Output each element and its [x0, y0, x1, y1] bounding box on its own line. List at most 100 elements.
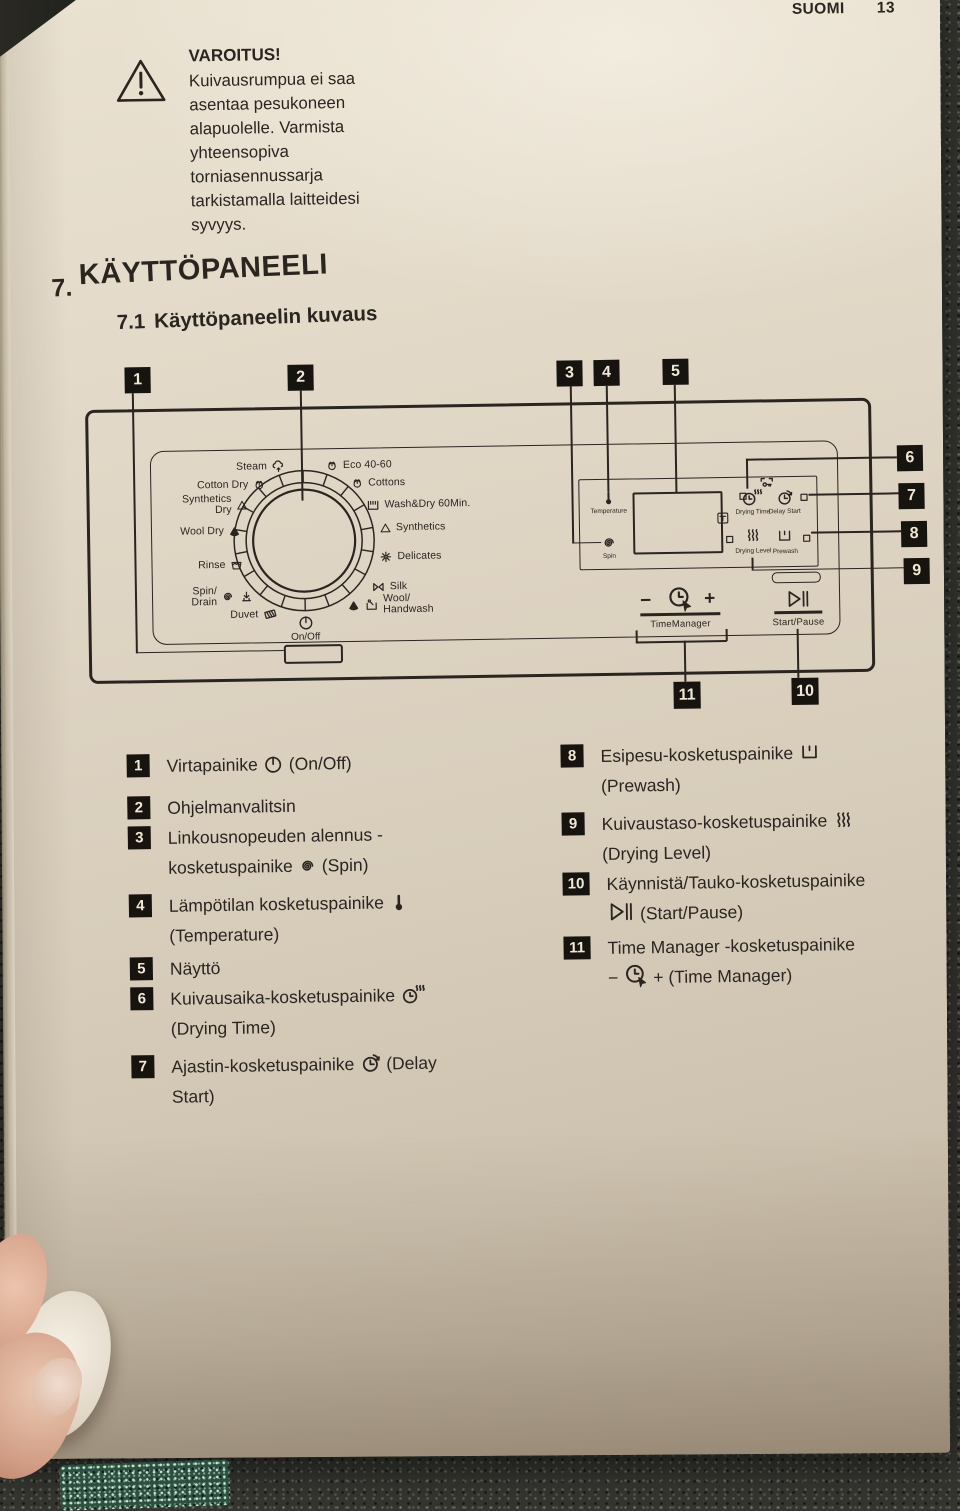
spin-label: Spin: [583, 552, 635, 560]
page-number: 13: [877, 0, 895, 18]
program-steam: Steam: [236, 459, 286, 475]
program-wool-dry: Wool Dry: [180, 525, 241, 539]
spin-icon: [601, 535, 617, 551]
legend-num: 2: [127, 796, 150, 819]
on-off-label: On/Off: [271, 631, 341, 643]
legend-item-10: 10 Käynnistä/Tauko-kosketuspainike (Star…: [562, 865, 866, 930]
warning-triangle-icon: [115, 58, 168, 105]
legend-num: 10: [562, 872, 589, 895]
callout-7: 7: [898, 483, 924, 509]
drain-icon: [239, 589, 254, 604]
duvet-icon: [262, 606, 278, 622]
legend-item-7: 7 Ajastin-kosketuspainike(Delay Start): [131, 1048, 437, 1113]
door-lock-indicator-icon: [716, 511, 730, 525]
drying-time-icon: [400, 983, 426, 1005]
legend-num: 1: [126, 754, 149, 777]
program-wool-handwash: Wool/ Handwash: [347, 593, 439, 616]
indicator-led: [799, 493, 808, 502]
display-screen: [632, 491, 723, 554]
temperature-icon: [600, 490, 616, 506]
on-off-button: [284, 644, 343, 664]
wash-dry-tub-icon: [365, 497, 380, 512]
time-manager-icon: [623, 962, 648, 987]
callout-9: 9: [904, 558, 930, 584]
time-manager-minus: −: [640, 590, 651, 612]
cotton-icon: [252, 477, 266, 491]
cotton-icon: [325, 458, 339, 472]
handwash-icon: [364, 597, 379, 612]
legend-item-3: 3 Linkousnopeuden alennus - kosketuspain…: [128, 819, 384, 883]
spin-icon: [298, 856, 317, 875]
drying-level-icon: [832, 809, 853, 830]
prewash-icon: [776, 527, 793, 544]
program-delicates: Delicates: [378, 548, 441, 564]
legend-item-5: 5 Näyttö: [130, 953, 221, 984]
wool-icon: [347, 598, 360, 611]
program-synthetics-dry: Synthetics Dry: [173, 494, 248, 517]
legend-item-4: 4 Lämpötilan kosketuspainike (Temperatur…: [129, 887, 415, 951]
onoff-icon: [263, 753, 284, 774]
program-spin-drain: Spin/ Drain: [185, 585, 254, 608]
delay-start-icon: [359, 1052, 381, 1074]
legend-item-2: 2 Ohjelmanvalitsin: [127, 791, 296, 824]
legend-num: 4: [129, 894, 152, 917]
program-cottons: Cottons: [350, 475, 405, 490]
legend-item-8: 8 Esipesu-kosketuspainike (Prewash): [560, 737, 826, 801]
program-cotton-dry: Cotton Dry: [197, 477, 266, 492]
synthetics-icon: [379, 521, 392, 534]
legend-item-11: 11 Time Manager -kosketuspainike −+ (Tim…: [563, 929, 855, 994]
callout-5: 5: [662, 359, 688, 385]
steam-icon: [271, 459, 286, 474]
wool-icon: [228, 525, 241, 538]
callout-1: 1: [124, 367, 150, 393]
program-duvet: Duvet: [230, 606, 278, 623]
prewash-label: Prewash: [764, 548, 806, 556]
program-eco-40-60: Eco 40-60: [325, 457, 392, 472]
temperature-label: Temperature: [583, 507, 635, 515]
start-pause-icon: [607, 899, 635, 923]
legend-item-1: 1 Virtapainike(On/Off): [126, 748, 351, 782]
callout-4: 4: [593, 360, 619, 386]
on-off-icon: [297, 613, 314, 630]
time-manager-plus: +: [704, 588, 715, 610]
legend-item-6: 6 Kuivausaika-kosketuspainike (Drying Ti…: [130, 980, 432, 1045]
drying-level-icon: [744, 526, 761, 543]
section-heading: 7.KÄYTTÖPANEELI: [50, 248, 328, 293]
indicator-led: [725, 535, 734, 544]
legend-num: 3: [128, 826, 151, 849]
manual-page: SUOMI 13 VAROITUS! Kuivausrumpua ei saa …: [0, 0, 950, 1459]
table-surface-sparkle: [59, 1459, 231, 1511]
page-header-language: SUOMI: [792, 0, 845, 19]
drying-time-icon: [740, 487, 763, 506]
delay-start-icon: [775, 488, 793, 506]
page-content: SUOMI 13 VAROITUS! Kuivausrumpua ei saa …: [0, 0, 960, 1465]
delicates-flower-icon: [378, 549, 393, 564]
start-pause-label: Start/Pause: [760, 616, 836, 628]
legend-num: 8: [560, 744, 583, 767]
start-pause-icon: [785, 588, 811, 610]
synthetics-icon: [235, 498, 248, 511]
prewash-icon: [798, 741, 820, 763]
callout-2: 2: [287, 364, 313, 390]
legend-num: 6: [130, 987, 153, 1010]
callout-11: 11: [673, 681, 700, 708]
legend-num: 9: [561, 812, 584, 835]
cotton-icon: [350, 476, 364, 490]
legend-num: 7: [131, 1055, 154, 1078]
indicator-led: [802, 534, 811, 543]
time-manager-label: TimeManager: [637, 618, 723, 630]
callout-8: 8: [901, 521, 927, 547]
program-synthetics: Synthetics: [379, 520, 446, 534]
warning-title: VAROITUS!: [188, 45, 281, 66]
program-rinse: Rinse: [198, 558, 244, 573]
delay-start-label: Delay Start: [767, 508, 803, 516]
program-wash-dry-60min: Wash&Dry 60Min.: [365, 496, 470, 513]
legend-num: 11: [563, 936, 590, 959]
legend-num: 5: [130, 957, 153, 980]
legend-item-9: 9 Kuivaustaso-kosketuspainike (Drying Le…: [561, 805, 859, 870]
time-manager-icon: [666, 585, 693, 612]
spin-icon: [221, 590, 235, 604]
callout-3: 3: [556, 360, 582, 386]
temperature-icon: [389, 892, 409, 912]
